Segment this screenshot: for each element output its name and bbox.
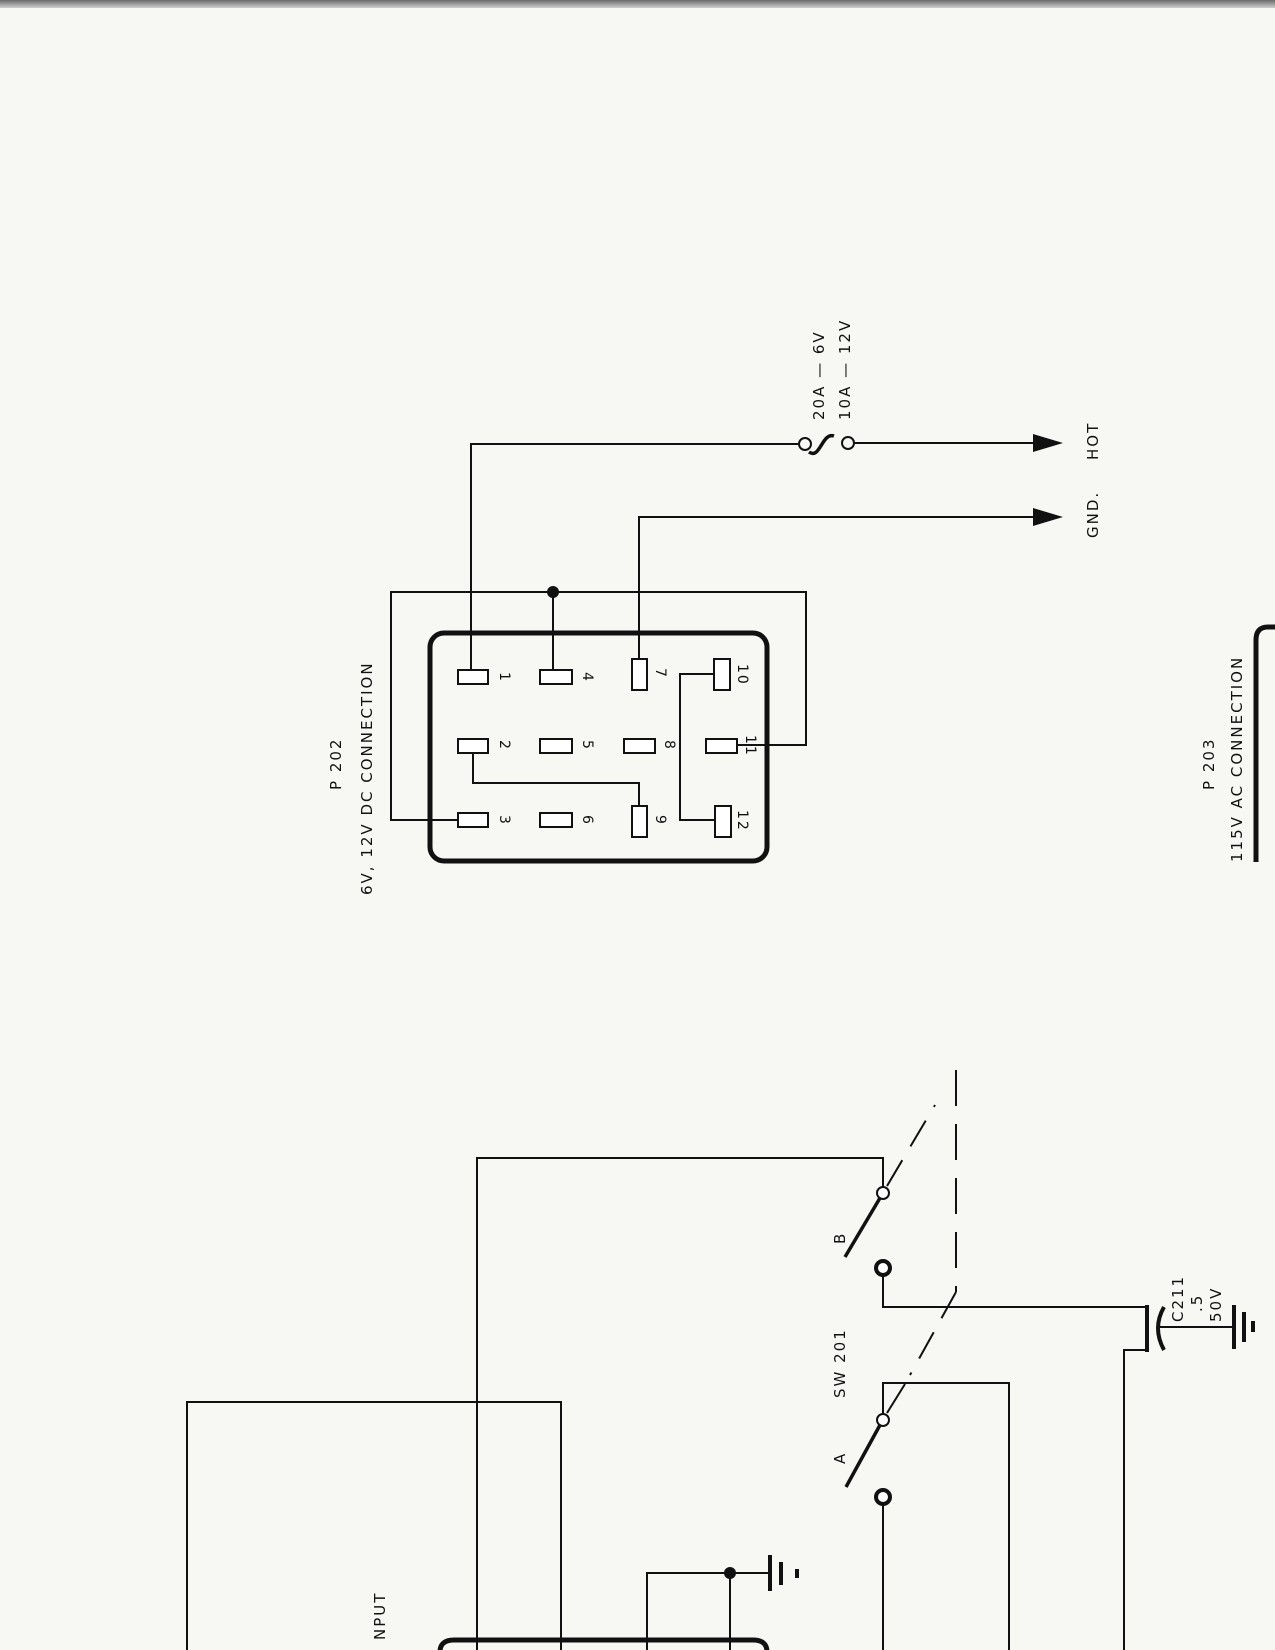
pin-label: 4 xyxy=(579,672,595,683)
fuse-rating-6v: 20A — 6V xyxy=(810,330,828,420)
pin-5 xyxy=(539,738,573,754)
pin-label: 9 xyxy=(652,815,668,826)
pole-b-pivot xyxy=(876,1186,890,1200)
c211-capacitor xyxy=(1123,1305,1255,1650)
gnd-arrow-icon xyxy=(1033,508,1063,526)
scan-edge xyxy=(0,0,1275,8)
pin-7 xyxy=(631,658,648,691)
capacitor-name: C211 xyxy=(1169,1275,1187,1322)
switch-pole-a-label: A xyxy=(831,1452,849,1464)
fuse-terminal xyxy=(841,436,855,450)
pin-6 xyxy=(539,812,573,828)
input-connector-body xyxy=(437,1637,770,1650)
pin-1 xyxy=(457,669,489,685)
pin-label: 10 xyxy=(734,664,750,686)
fuse-rating-12v: 10A — 12V xyxy=(836,319,854,420)
fuse-icon xyxy=(807,434,835,456)
pin-2 xyxy=(457,738,489,754)
p202-wiring xyxy=(390,434,1063,821)
pin-label: 6 xyxy=(579,815,595,826)
junction-dot xyxy=(724,1567,736,1579)
pin-11 xyxy=(705,738,738,754)
capacitor-voltage: 50V xyxy=(1207,1287,1225,1322)
ground-icon xyxy=(768,1555,799,1591)
p202-title: P 202 xyxy=(327,738,345,790)
pin-8 xyxy=(623,738,656,754)
pin-label: 7 xyxy=(652,668,668,679)
p202-subtitle: 6V, 12V DC CONNECTION xyxy=(358,661,376,895)
ground-icon xyxy=(1232,1305,1255,1349)
p203-subtitle: 115V AC CONNECTION xyxy=(1228,656,1246,862)
switch-pole-b-label: B xyxy=(831,1232,849,1244)
p202-body xyxy=(427,630,770,864)
input-label: NPUT xyxy=(371,1592,389,1640)
pin-10 xyxy=(713,658,731,691)
pin-4 xyxy=(539,669,573,685)
pin-label: 1 xyxy=(496,672,512,683)
gnd-label: GND. xyxy=(1084,491,1102,538)
switch-name: SW 201 xyxy=(831,1328,849,1398)
fuse-terminal xyxy=(798,437,812,451)
junction-dot xyxy=(547,586,559,598)
pole-a-pivot xyxy=(876,1413,890,1427)
pin-label: 5 xyxy=(579,740,595,751)
input-wiring xyxy=(186,1401,799,1650)
pin-9 xyxy=(631,805,648,838)
hot-label: HOT xyxy=(1084,422,1102,460)
pole-a-contact xyxy=(874,1488,892,1506)
p203-body xyxy=(1253,624,1275,862)
pin-12 xyxy=(714,805,732,838)
p202-connector: 1 2 3 4 5 6 7 8 9 10 11 12 xyxy=(427,630,770,864)
capacitor-value: .5 xyxy=(1188,1294,1206,1312)
pole-b-contact xyxy=(874,1259,892,1277)
pin-label: 12 xyxy=(734,810,750,832)
pin-label: 8 xyxy=(661,740,677,751)
hot-arrow-icon xyxy=(1033,434,1063,452)
sw201-switch xyxy=(476,1070,1147,1650)
p203-title: P 203 xyxy=(1200,738,1218,790)
pin-label: 3 xyxy=(496,815,512,826)
pin-label: 2 xyxy=(496,740,512,751)
pin-3 xyxy=(457,812,489,828)
